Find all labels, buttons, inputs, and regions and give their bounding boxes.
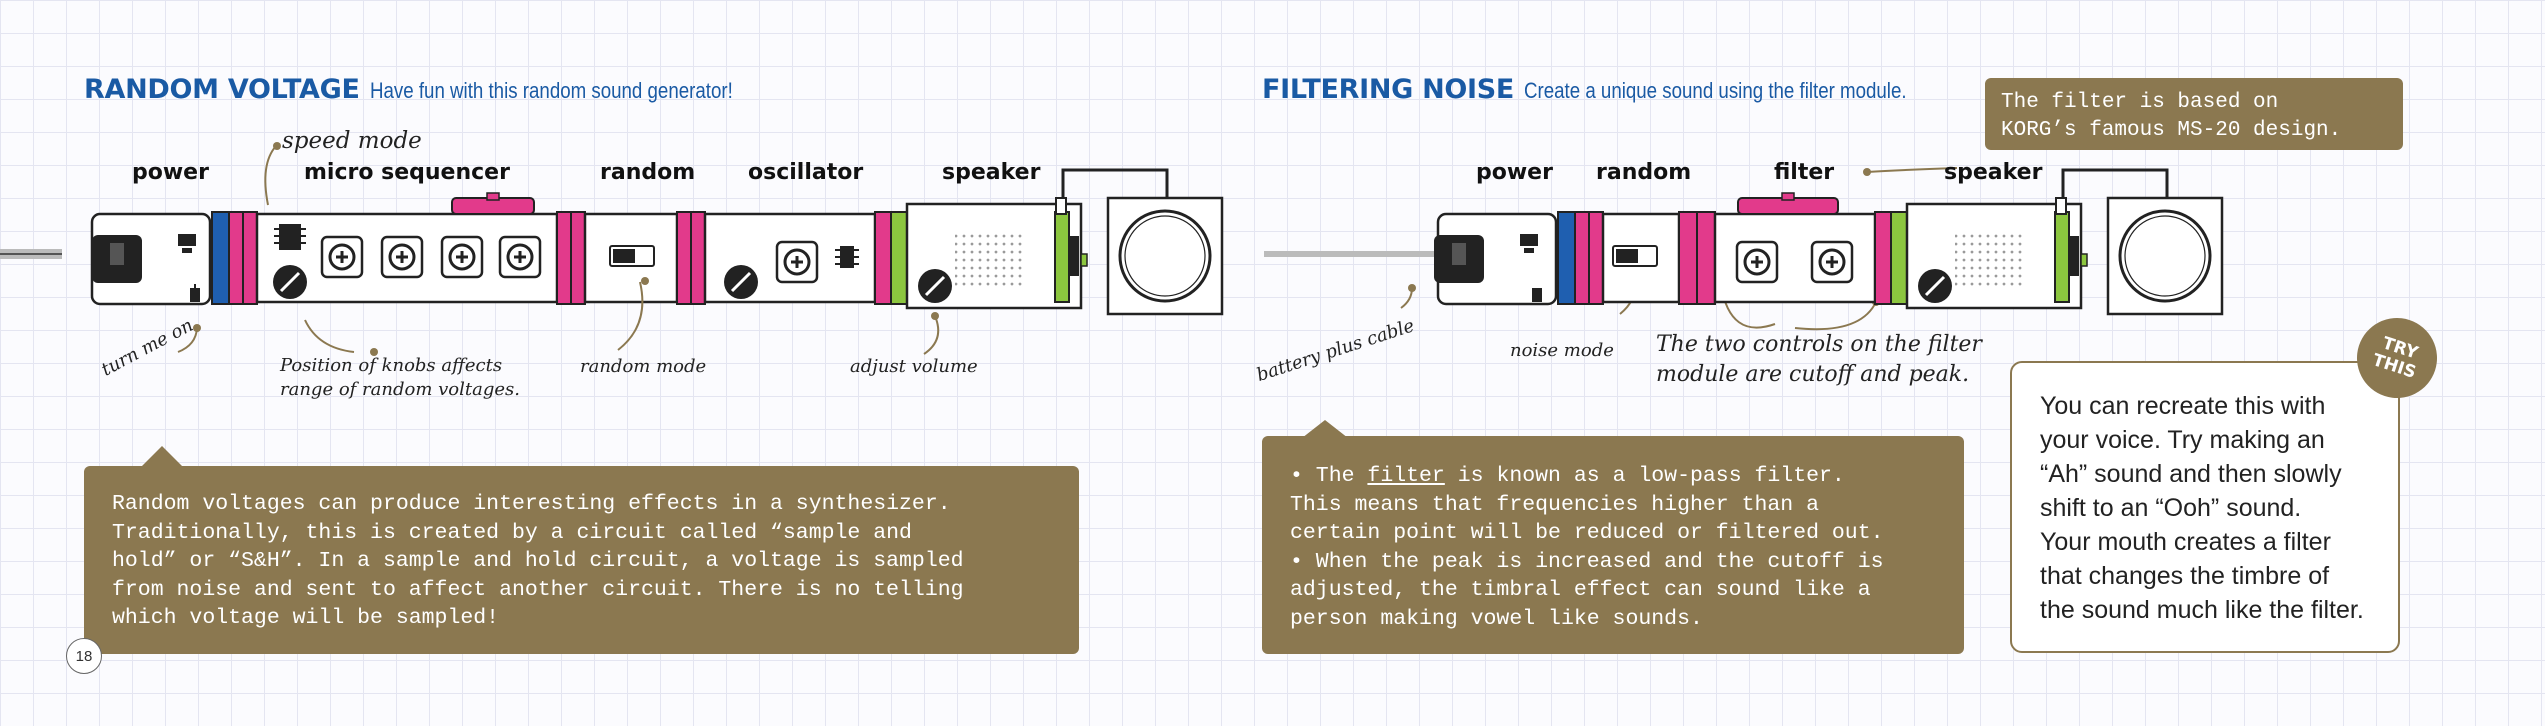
label-random-right: random: [1596, 160, 1692, 185]
left-heading: RANDOM VOLTAGE Have fun with this random …: [84, 74, 796, 105]
power-module: [90, 212, 212, 306]
left-body-text: Random voltages can produce interesting …: [112, 492, 964, 630]
left-heading-title: RANDOM VOLTAGE: [84, 74, 360, 105]
note-knobs: Position of knobs affects range of rando…: [280, 355, 520, 400]
random-module: [583, 212, 679, 304]
note-speed-mode: speed mode: [282, 128, 422, 154]
label-speaker: speaker: [942, 160, 1041, 185]
note-noise-mode: noise mode: [1510, 340, 1614, 361]
right-circuit: [1264, 168, 2224, 316]
note-adjust-volume: adjust volume: [850, 356, 978, 377]
filter-callout-text: The filter is based on KORG’s famous MS-…: [2001, 91, 2342, 142]
micro-sequencer-module: [255, 192, 559, 304]
filter-callout: The filter is based on KORG’s famous MS-…: [1985, 78, 2403, 150]
random-module-right: [1601, 212, 1681, 304]
label-speaker-right: speaker: [1944, 160, 2043, 185]
filter-term: filter: [1367, 464, 1445, 488]
right-body-bullet-2: • When the peak is increased and the cut…: [1290, 549, 1884, 631]
speaker-module-right: [1905, 168, 2224, 316]
power-module-right: [1434, 212, 1558, 306]
filter-module: [1713, 192, 1877, 304]
oscillator-module: [703, 212, 877, 304]
right-heading-title: FILTERING NOISE: [1262, 74, 1515, 105]
left-body-box: Random voltages can produce interesting …: [84, 466, 1079, 654]
label-oscillator: oscillator: [748, 160, 864, 185]
try-this-text: You can recreate this with your voice. T…: [2040, 392, 2364, 624]
label-filter: filter: [1774, 160, 1835, 185]
right-body-box: • The filter is known as a low-pass filt…: [1262, 436, 1964, 654]
label-power: power: [132, 160, 209, 185]
left-circuit: [0, 142, 1958, 356]
page-number: 18: [66, 638, 102, 674]
try-this-box: You can recreate this with your voice. T…: [2010, 361, 2400, 653]
label-micro-sequencer: micro sequencer: [304, 160, 510, 185]
speaker-module: [905, 168, 1224, 316]
right-body-bullet-1: • The filter is known as a low-pass filt…: [1290, 464, 1884, 545]
right-heading: FILTERING NOISE Create a unique sound usi…: [1262, 74, 1974, 105]
right-heading-subtitle: Create a unique sound using the filter m…: [1524, 78, 1907, 103]
left-heading-subtitle: Have fun with this random sound generato…: [369, 78, 733, 103]
label-random: random: [600, 160, 696, 185]
note-random-mode: random mode: [580, 356, 707, 377]
note-filter-controls: The two controls on the filter module ar…: [1656, 332, 1982, 387]
label-power-right: power: [1476, 160, 1553, 185]
